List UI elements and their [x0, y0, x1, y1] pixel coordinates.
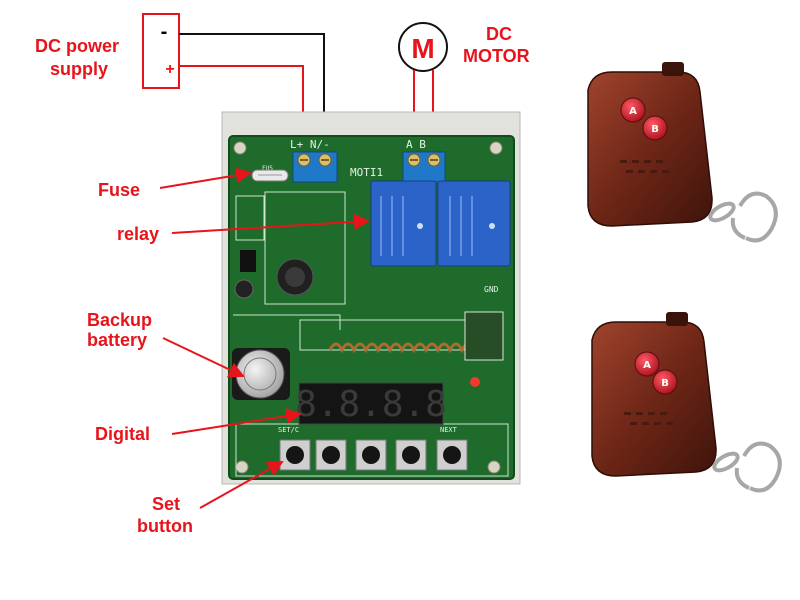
- push-button-3[interactable]: [355, 439, 387, 471]
- set-silk-label: SET/C: [278, 426, 299, 434]
- board-model-label: MOTI1: [350, 166, 383, 179]
- motor: M: [398, 22, 448, 72]
- set-button-arrow: [199, 461, 284, 509]
- digital-label: Digital: [95, 424, 150, 444]
- power-supply: - +: [142, 13, 180, 89]
- remote-1-button-a-label: A: [629, 106, 637, 117]
- antenna-coil: [328, 342, 488, 354]
- fuse-label: Fuse: [98, 180, 140, 200]
- small-capacitor: [234, 279, 254, 299]
- regulator-chip: [240, 250, 256, 272]
- push-button-4[interactable]: [395, 439, 427, 471]
- push-button-2[interactable]: [315, 439, 347, 471]
- display-digits: 8.8.8.8: [295, 384, 447, 425]
- power-terminal-block: L+ N/-: [290, 138, 338, 183]
- motor-label-2: MOTOR: [463, 46, 530, 66]
- set-button-label-1: Set: [152, 494, 180, 514]
- remote-2-button-a-label: A: [643, 360, 651, 371]
- fuse-component: [251, 169, 289, 182]
- next-button[interactable]: [436, 439, 468, 471]
- battery-arrow: [162, 337, 245, 378]
- motor-label-1: DC: [486, 24, 512, 44]
- fuse-silk-label: FUS: [262, 165, 273, 172]
- remote-control-1: A B: [587, 62, 778, 243]
- fuse-arrow: [159, 167, 252, 189]
- supply-plus-sign: +: [165, 61, 174, 78]
- supply-minus-sign: -: [161, 21, 168, 43]
- relay-label: relay: [117, 224, 159, 244]
- relay-arrow: [171, 213, 370, 234]
- remote-1-button-b-label: B: [651, 124, 659, 135]
- relay-1: [370, 180, 437, 267]
- power-supply-label-1: DC power: [35, 36, 119, 56]
- set-button[interactable]: [279, 439, 311, 471]
- mounting-holes: [233, 141, 503, 474]
- set-button-label-2: button: [137, 516, 193, 536]
- motor-symbol: M: [411, 33, 434, 64]
- gnd-silk-label: GND: [484, 285, 499, 294]
- led-indicator: [470, 377, 480, 387]
- remote-control-2: A B: [591, 312, 782, 493]
- power-terminal-silk: L+ N/-: [290, 138, 330, 151]
- motor-terminal-silk: A B: [406, 138, 426, 151]
- backup-battery: [232, 348, 290, 400]
- next-silk-label: NEXT: [440, 426, 458, 434]
- digital-display: 8.8.8.8: [295, 382, 447, 425]
- rf-module: [464, 311, 504, 361]
- electrolytic-capacitor: [276, 258, 314, 296]
- battery-label-2: battery: [87, 330, 147, 350]
- relay-2: [437, 180, 511, 267]
- digital-arrow: [171, 408, 302, 435]
- motor-terminal-block: A B: [402, 138, 446, 183]
- remote-2-button-b-label: B: [661, 378, 669, 389]
- battery-label-1: Backup: [87, 310, 152, 330]
- power-supply-label-2: supply: [50, 59, 108, 79]
